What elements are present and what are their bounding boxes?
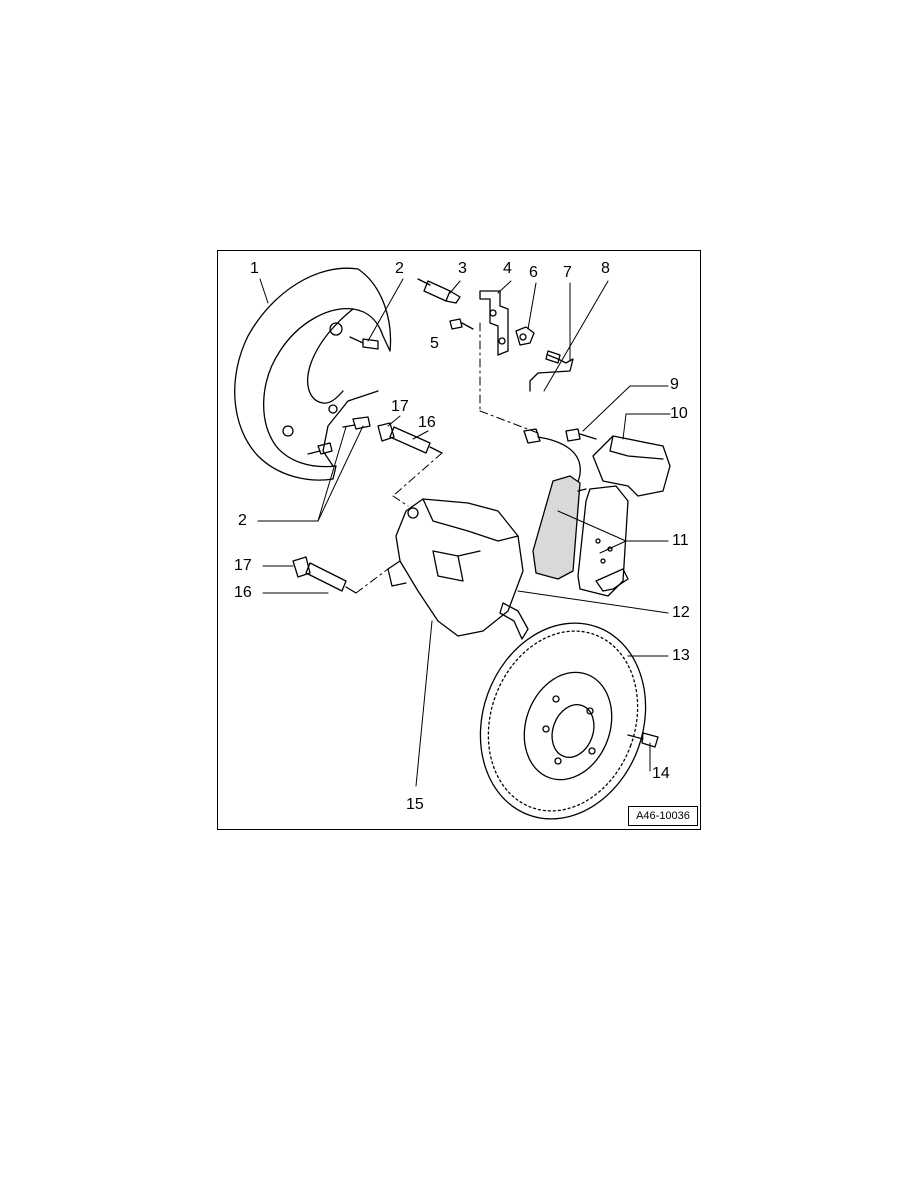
caliper-carrier xyxy=(592,435,671,497)
callout-11: 11 xyxy=(672,532,689,549)
callout-13: 13 xyxy=(672,647,690,664)
exploded-brake-assembly xyxy=(234,267,671,820)
callout-10: 10 xyxy=(670,405,688,422)
callout-16-lower: 16 xyxy=(234,584,252,601)
hose-clip xyxy=(515,326,535,346)
guide-pin-lower xyxy=(292,556,357,594)
leader-lines xyxy=(257,278,671,787)
assembly-lines xyxy=(355,322,539,594)
callout-12: 12 xyxy=(672,604,690,621)
guide-pin-upper xyxy=(377,422,443,454)
brake-disc xyxy=(479,622,647,820)
callout-14: 14 xyxy=(652,765,670,782)
brake-pads xyxy=(532,475,629,597)
callout-15: 15 xyxy=(406,796,424,813)
guide-bolt xyxy=(565,428,597,442)
callout-3: 3 xyxy=(458,260,467,277)
bolt-upper xyxy=(349,336,379,350)
brake-line xyxy=(529,350,574,392)
anti-rattle-spring xyxy=(499,602,529,640)
callout-2-lower: 2 xyxy=(238,512,247,529)
disc-screw xyxy=(627,732,659,748)
bolt-lower xyxy=(307,442,333,455)
callout-9: 9 xyxy=(670,376,679,393)
bolt-middle xyxy=(342,416,371,430)
diagram-frame: 1 2 3 4 6 7 8 5 9 10 17 16 2 11 17 16 12… xyxy=(217,250,701,830)
brake-hose xyxy=(417,278,461,304)
callout-7: 7 xyxy=(563,264,572,281)
callout-8: 8 xyxy=(601,260,610,277)
caliper-housing xyxy=(387,498,524,637)
hose-bracket xyxy=(479,290,509,356)
callout-4: 4 xyxy=(503,260,512,277)
callout-16-upper: 16 xyxy=(418,414,436,431)
callout-6: 6 xyxy=(529,264,538,281)
callout-2: 2 xyxy=(395,260,404,277)
bracket-bolt xyxy=(449,318,474,330)
callout-5: 5 xyxy=(430,335,439,352)
callout-17-lower: 17 xyxy=(234,557,252,574)
callout-1: 1 xyxy=(250,260,259,277)
figure-reference: A46-10036 xyxy=(628,806,698,826)
splash-plate xyxy=(234,267,392,481)
callout-17-upper: 17 xyxy=(391,398,409,415)
